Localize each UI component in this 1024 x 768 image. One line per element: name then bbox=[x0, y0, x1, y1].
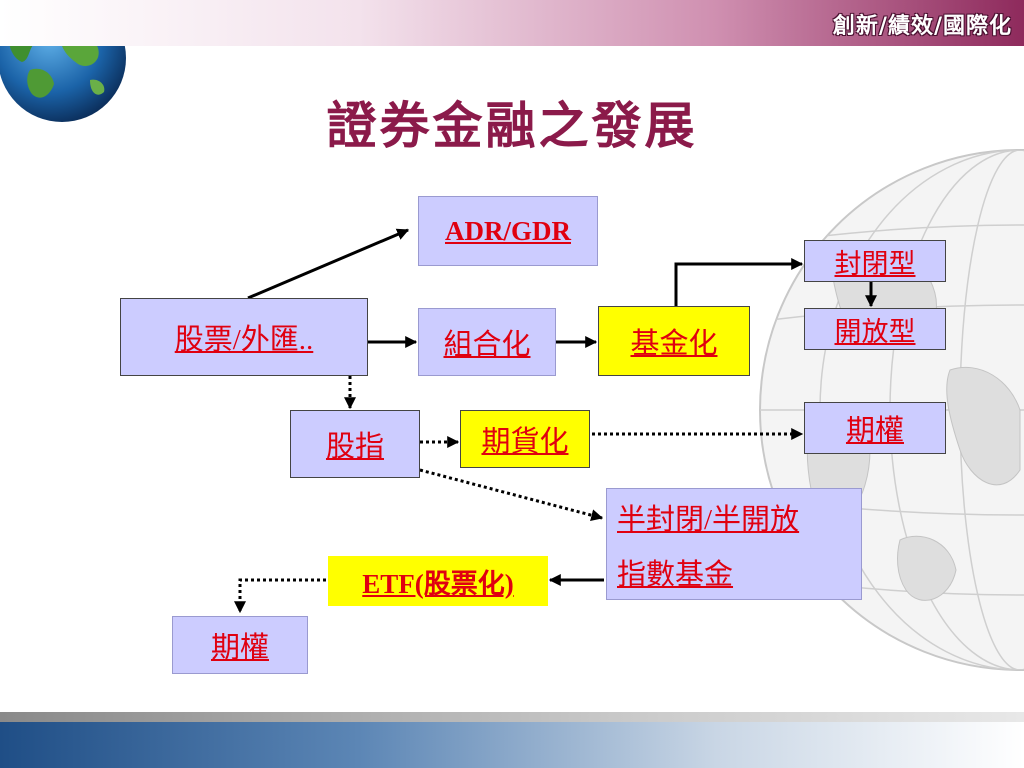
node-fund[interactable]: 基金化 bbox=[598, 306, 750, 376]
semi-line-1: 半封閉/半開放 bbox=[617, 503, 800, 536]
node-open-end[interactable]: 開放型 bbox=[804, 308, 946, 350]
node-stock-index[interactable]: 股指 bbox=[290, 410, 420, 478]
node-etf[interactable]: ETF(股票化) bbox=[328, 556, 548, 606]
node-portfolio[interactable]: 組合化 bbox=[418, 308, 556, 376]
node-options-right[interactable]: 期權 bbox=[804, 402, 946, 454]
node-semi-index-fund[interactable]: 半封閉/半開放 指數基金 bbox=[606, 488, 862, 600]
node-adr-gdr[interactable]: ADR/GDR bbox=[418, 196, 598, 266]
arrow-etf-to-options bbox=[234, 578, 326, 614]
semi-line-2: 指數基金 bbox=[617, 558, 734, 591]
arrow-fund-to-closed bbox=[674, 258, 804, 306]
banner-text: 創新/績效/國際化 bbox=[832, 13, 1012, 39]
node-closed-end[interactable]: 封閉型 bbox=[804, 240, 946, 282]
arrow-stock-to-adr bbox=[247, 228, 410, 300]
slide-title: 證券金融之發展 bbox=[326, 96, 698, 155]
node-options-left[interactable]: 期權 bbox=[172, 616, 308, 674]
footer-bar bbox=[0, 712, 1024, 722]
arrow-index-to-semi bbox=[419, 468, 604, 522]
footer-gradient bbox=[0, 722, 1024, 768]
node-stock-fx[interactable]: 股票/外匯.. bbox=[120, 298, 368, 376]
node-futures[interactable]: 期貨化 bbox=[460, 410, 590, 468]
header-banner: 創新/績效/國際化 bbox=[0, 0, 1024, 46]
